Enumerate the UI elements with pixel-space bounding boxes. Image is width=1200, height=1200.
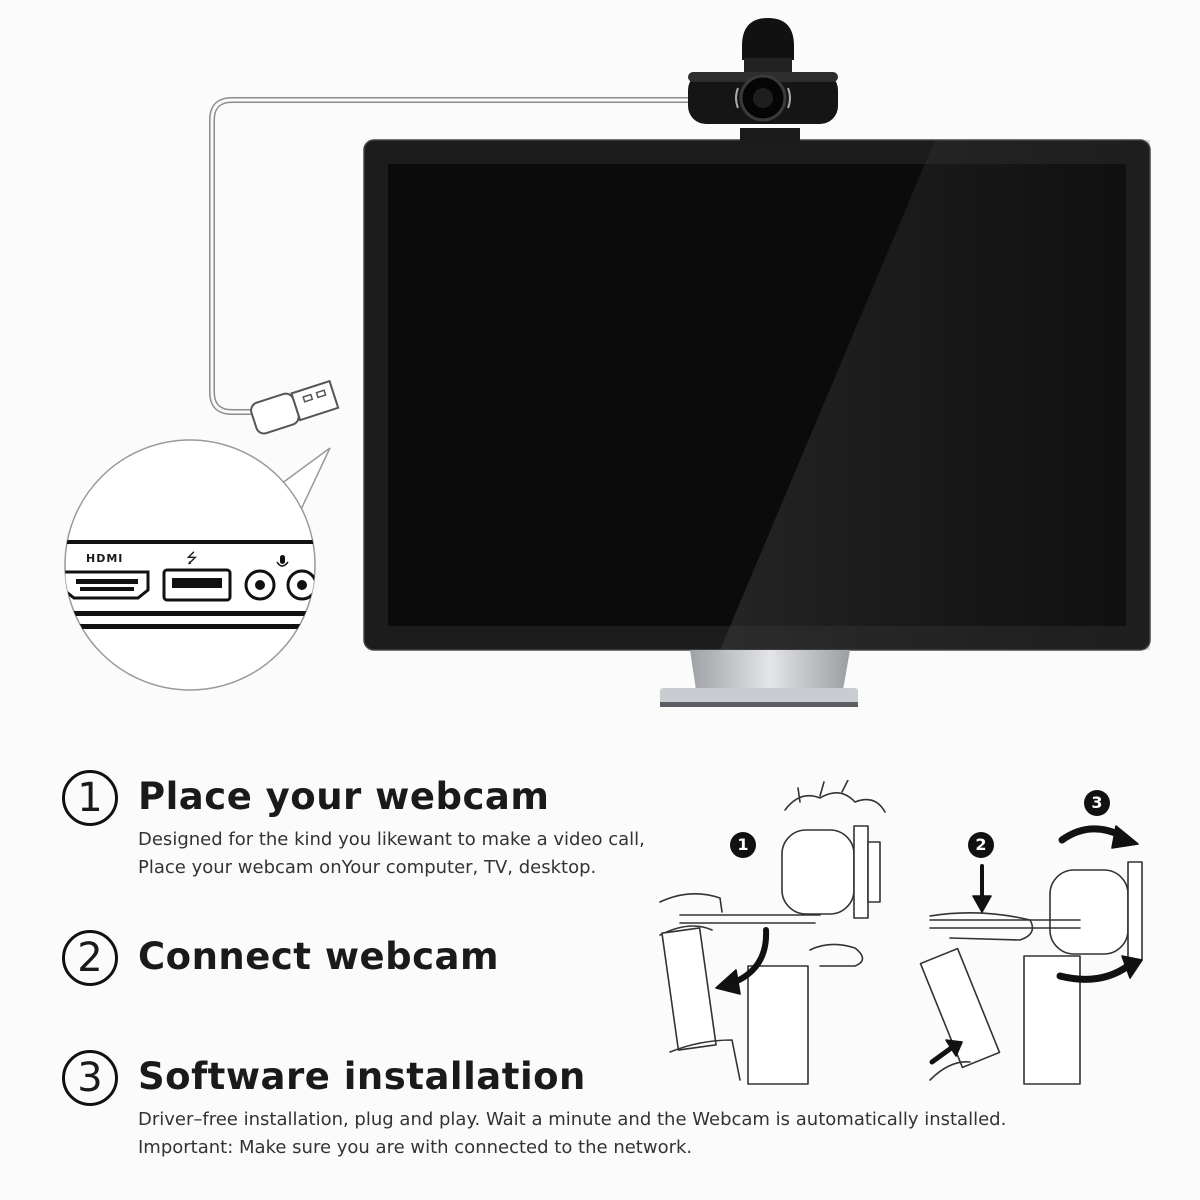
monitor	[363, 139, 1151, 707]
usb-plug	[250, 379, 340, 435]
mount-step-marker-3: 3	[1084, 790, 1110, 816]
webcam-sketch-left	[781, 829, 855, 915]
step-3-description-line-2: Important: Make sure you are with connec…	[138, 1137, 693, 1158]
step-1-description-line-1: Designed for the kind you likewant to ma…	[138, 829, 645, 850]
step-title-2: Connect webcam	[138, 935, 500, 978]
webcam	[688, 18, 838, 144]
screen-edge-left	[747, 965, 809, 1085]
hdmi-label: HDMI	[86, 552, 124, 565]
step-title-1: Place your webcam	[138, 775, 550, 818]
port-zoom-callout	[64, 439, 331, 691]
webcam-sketch-right	[1049, 869, 1129, 955]
step-number-2: 2	[62, 930, 118, 986]
step-title-3: Software installation	[138, 1055, 586, 1098]
step-number-3: 3	[62, 1050, 118, 1106]
mounting-diagram	[659, 780, 1143, 1085]
product-illustration	[64, 18, 1151, 707]
step-3-description-line-1: Driver–free installation, plug and play.…	[138, 1109, 1007, 1130]
mount-step-marker-1: 1	[730, 832, 756, 858]
usb-symbol-icon: ⭍	[186, 551, 198, 567]
step-number-1: 1	[62, 770, 118, 826]
step-1-description-line-2: Place your webcam onYour computer, TV, d…	[138, 857, 597, 878]
mount-step-marker-2: 2	[968, 832, 994, 858]
